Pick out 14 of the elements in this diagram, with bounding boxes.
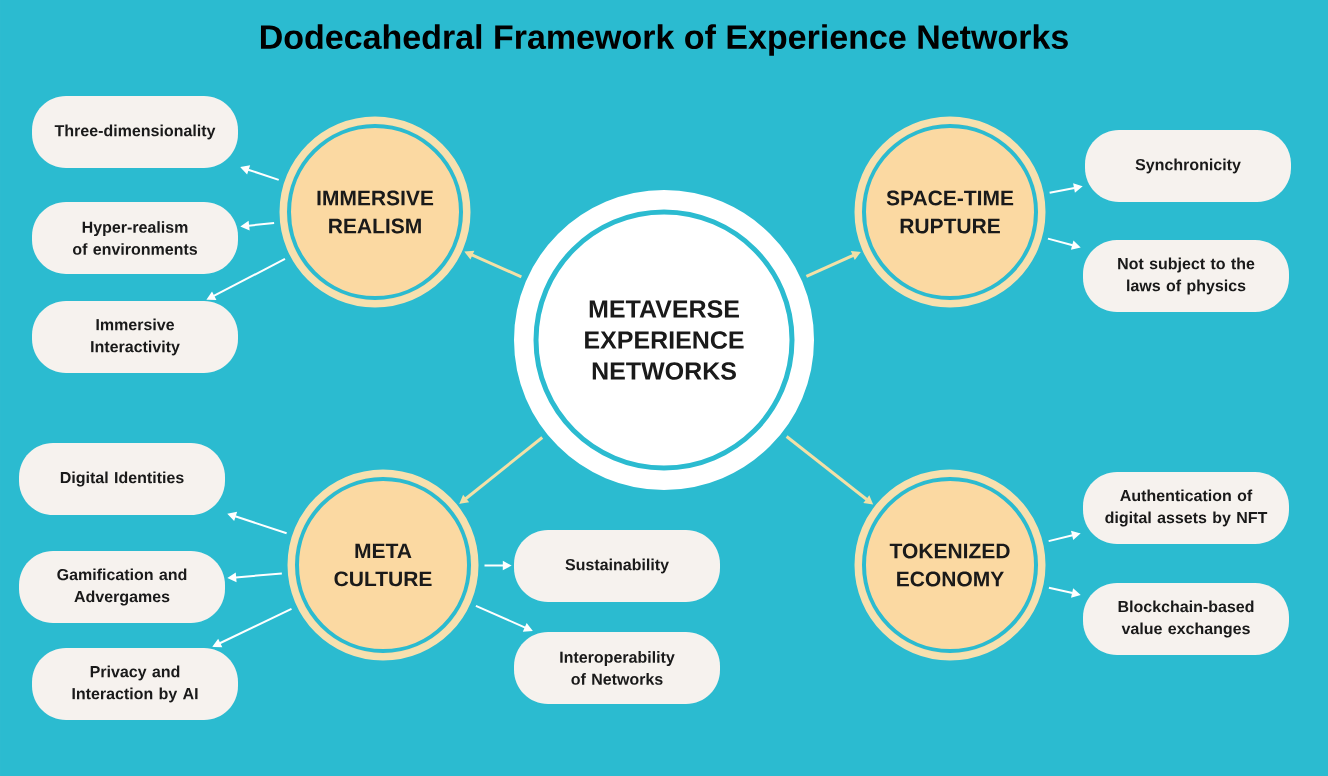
- topic-box: Three-dimensionality: [32, 96, 238, 168]
- topic-box: Interoperability of Networks: [514, 632, 720, 704]
- topic-box: Blockchain-based value exchanges: [1083, 583, 1289, 655]
- topic-box: Privacy and Interaction by AI: [32, 648, 238, 720]
- topic-box: Synchronicity: [1085, 130, 1291, 202]
- arrow: [459, 436, 544, 504]
- topic-box: Not subject to the laws of physics: [1083, 240, 1289, 312]
- title: Dodecahedral Framework of Experience Networks: [260, 24, 1068, 56]
- topic-box: Sustainability: [514, 530, 720, 602]
- topic-box: Hyper-realism of environments: [32, 202, 238, 274]
- topic-box: Immersive Interactivity: [32, 301, 238, 373]
- topic-box: Digital Identities: [19, 443, 225, 515]
- topic-box: Gamification and Advergames: [19, 551, 225, 623]
- topic-box: Authentication of digital assets by NFT: [1083, 472, 1289, 544]
